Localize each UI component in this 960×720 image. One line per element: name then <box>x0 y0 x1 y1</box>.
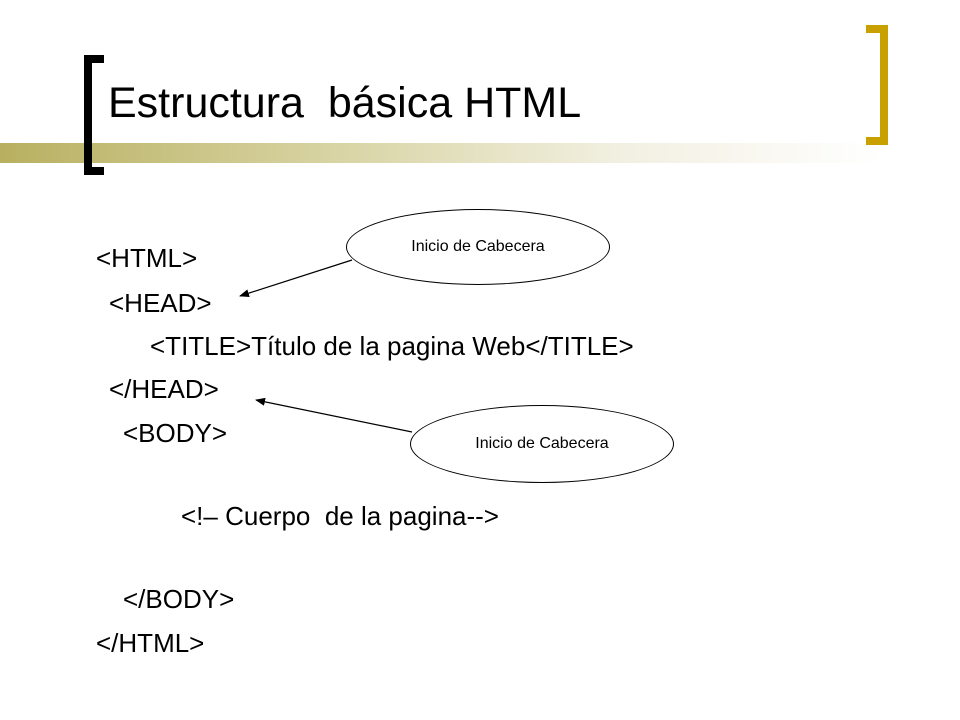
code-body-open: <BODY> <box>123 418 228 448</box>
code-title-open: <TITLE> <box>150 331 252 361</box>
code-html-close: </HTML> <box>96 628 205 658</box>
code-body-close: </BODY> <box>123 584 235 614</box>
code-title-text: Título de la pagina Web <box>251 331 526 361</box>
title-underline-band <box>0 143 960 163</box>
right-bracket-decoration <box>866 25 888 145</box>
slide-title: Estructura básica HTML <box>108 79 582 127</box>
code-comment: <!– Cuerpo de la pagina--> <box>181 501 499 531</box>
arrow-to-body-open <box>255 397 413 433</box>
callout-label-head: Inicio de Cabecera <box>411 238 545 255</box>
callout-ellipse-body: Inicio de Cabecera <box>410 405 674 483</box>
code-html-open: <HTML> <box>96 243 198 273</box>
arrow-to-head-open <box>239 259 353 298</box>
code-head-close: </HEAD> <box>109 374 219 404</box>
code-title-line: <TITLE>Título de la pagina Web</TITLE> <box>150 333 634 359</box>
code-title-close: </TITLE> <box>525 331 634 361</box>
code-head-open: <HEAD> <box>109 288 212 318</box>
left-bracket-decoration <box>84 55 104 175</box>
callout-ellipse-head: Inicio de Cabecera <box>346 209 610 285</box>
callout-label-body: Inicio de Cabecera <box>475 435 609 452</box>
